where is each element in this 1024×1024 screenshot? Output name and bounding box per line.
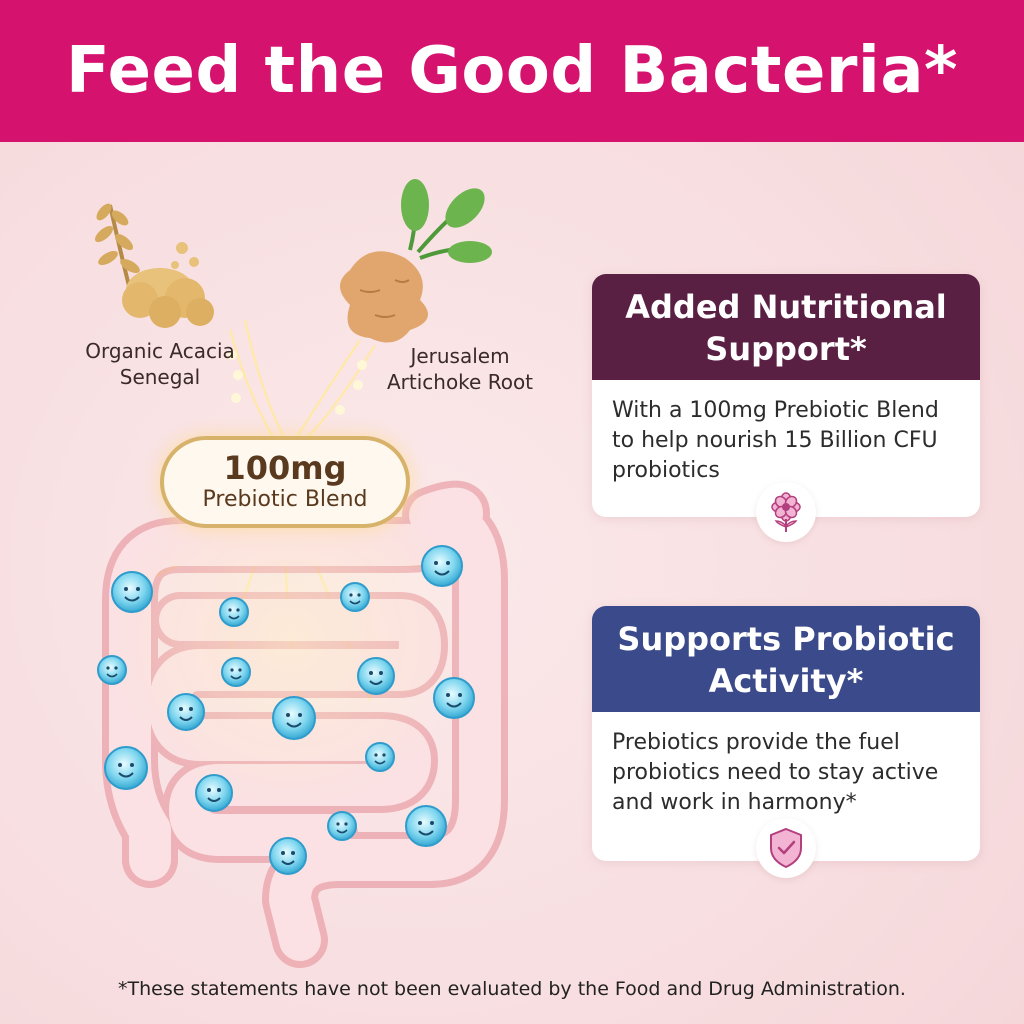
card-nutritional-support: Added Nutritional Support* With a 100mg … — [592, 274, 980, 542]
blend-label: Prebiotic Blend — [202, 487, 368, 512]
fda-disclaimer: *These statements have not been evaluate… — [118, 978, 906, 1000]
card-body-line: Prebiotics provide the fuel — [612, 730, 900, 755]
ingredient-label-line: Jerusalem — [410, 344, 510, 368]
card-title-line: Activity* — [708, 662, 864, 700]
prebiotic-blend-badge: 100mg Prebiotic Blend — [160, 436, 410, 528]
ingredient-label-line: Senegal — [119, 365, 201, 389]
flower-icon — [756, 482, 816, 542]
card-title: Supports Probiotic Activity* — [592, 606, 980, 712]
card-probiotic-activity: Supports Probiotic Activity* Prebiotics … — [592, 606, 980, 878]
blend-amount: 100mg — [223, 449, 347, 487]
bacteria-group — [97, 545, 475, 875]
card-body-line: With a 100mg Prebiotic Blend — [612, 398, 939, 423]
shield-check-icon — [756, 818, 816, 878]
card-body-line: probiotics need to stay active — [612, 760, 939, 785]
ingredient-label-line: Artichoke Root — [386, 370, 534, 394]
card-title-line: Supports Probiotic — [617, 620, 955, 658]
card-body-line: probiotics — [612, 458, 720, 483]
card-body-line: and work in harmony* — [612, 790, 857, 815]
artichoke-root-icon — [340, 179, 492, 343]
card-body: Prebiotics provide the fuel probiotics n… — [592, 712, 980, 818]
page-title: Feed the Good Bacteria* — [66, 34, 958, 108]
card-body-line: to help nourish 15 Billion CFU — [612, 428, 938, 453]
card-title-line: Support* — [705, 330, 867, 368]
ingredient-label-artichoke: Jerusalem Artichoke Root — [350, 343, 570, 395]
ingredient-label-line: Organic Acacia — [85, 339, 235, 363]
acacia-grain-icon — [94, 203, 214, 328]
header-banner: Feed the Good Bacteria* — [0, 0, 1024, 142]
card-body: With a 100mg Prebiotic Blend to help nou… — [592, 380, 980, 486]
ingredient-label-acacia: Organic Acacia Senegal — [60, 338, 260, 390]
card-title: Added Nutritional Support* — [592, 274, 980, 380]
card-title-line: Added Nutritional — [625, 288, 947, 326]
gut-illustration — [94, 179, 508, 968]
